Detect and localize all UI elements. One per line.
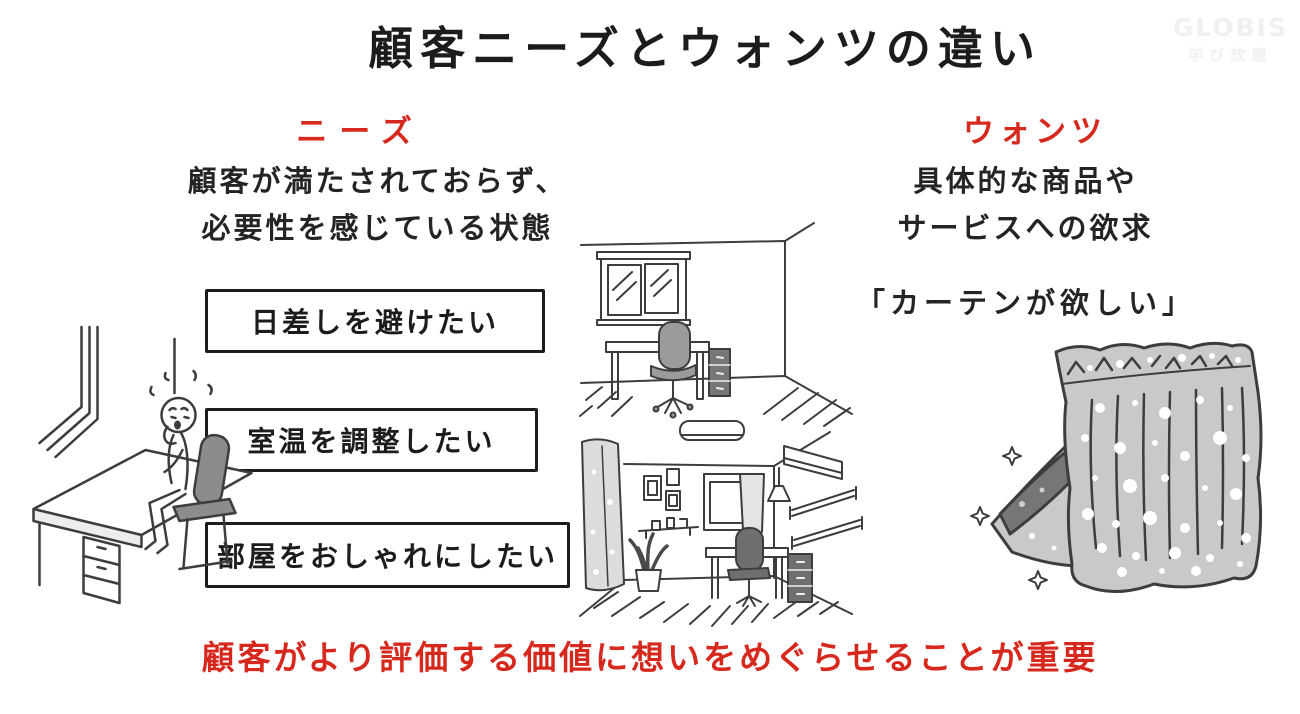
globis-watermark: GLOBIS 学び放題 xyxy=(1173,13,1288,65)
wall-shelf-icon xyxy=(638,517,699,539)
desk-icon xyxy=(605,341,710,400)
ceiling-light-icon xyxy=(679,420,745,441)
hanging-lamp-icon xyxy=(767,467,791,502)
wants-heading: ウォンツ xyxy=(963,114,1107,150)
potted-plant-icon xyxy=(628,532,669,592)
air-conditioner-icon xyxy=(783,445,843,480)
needs-description: 顧客が満たされておらず、 必要性を感じている状態 xyxy=(150,158,605,252)
needs-box-stylish-room-label: 部屋をおしゃれにしたい xyxy=(216,540,558,573)
needs-description-line1: 顧客が満たされておらず、 xyxy=(187,164,568,198)
plain-room-illustration xyxy=(579,222,853,427)
page-title: 顧客ニーズとウォンツの違い xyxy=(368,22,1042,75)
needs-description-line2: 必要性を感じている状態 xyxy=(201,211,554,245)
needs-box-temperature: 室温を調整したい xyxy=(205,408,538,472)
globis-logo-text: GLOBIS xyxy=(1172,13,1288,42)
wall-bars-icon xyxy=(789,486,863,550)
wants-description: 具体的な商品や サービスへの欲求 xyxy=(878,158,1173,252)
drawer-cabinet-icon xyxy=(708,348,731,397)
office-chair-icon xyxy=(650,321,697,419)
sparkle-icons xyxy=(970,446,1048,590)
needs-box-sunlight: 日差しを避けたい xyxy=(205,289,545,353)
sliding-window-icon xyxy=(596,251,691,326)
needs-heading: ニーズ xyxy=(296,114,424,150)
left-curtain-icon xyxy=(581,438,625,592)
stressed-person-icon xyxy=(144,369,213,555)
curtain-body xyxy=(1054,341,1263,594)
drawer-cabinet-icon xyxy=(787,553,813,603)
polka-dot-curtain-illustration xyxy=(970,341,1263,594)
person-at-desk-illustration xyxy=(32,325,253,605)
window-with-drape-icon xyxy=(703,473,765,536)
curtain-polka-dots xyxy=(1081,353,1251,577)
curtain-fold-flap xyxy=(990,438,1084,568)
floor-hatch-lines xyxy=(593,591,839,627)
picture-frames-icon xyxy=(643,468,681,511)
window-frame-icon xyxy=(38,325,99,459)
wants-description-line1: 具体的な商品や xyxy=(913,164,1138,198)
needs-box-sunlight-label: 日差しを避けたい xyxy=(250,306,499,339)
decorated-room-illustration xyxy=(579,420,863,627)
wants-description-line2: サービスへの欲求 xyxy=(897,211,1154,245)
globis-logo-subtext: 学び放題 xyxy=(1188,46,1273,64)
needs-box-temperature-label: 室温を調整したい xyxy=(247,425,496,458)
office-chair-icon xyxy=(727,527,771,607)
conclusion-text: 顧客がより評価する価値に想いをめぐらせることが重要 xyxy=(201,638,1099,677)
needs-box-stylish-room: 部屋をおしゃれにしたい xyxy=(205,522,570,588)
office-chair-icon xyxy=(172,433,237,571)
floor-hatch-lines xyxy=(579,386,851,427)
room-walls xyxy=(580,222,853,415)
wants-quote: 「カーテンが欲しい」 xyxy=(856,286,1197,320)
